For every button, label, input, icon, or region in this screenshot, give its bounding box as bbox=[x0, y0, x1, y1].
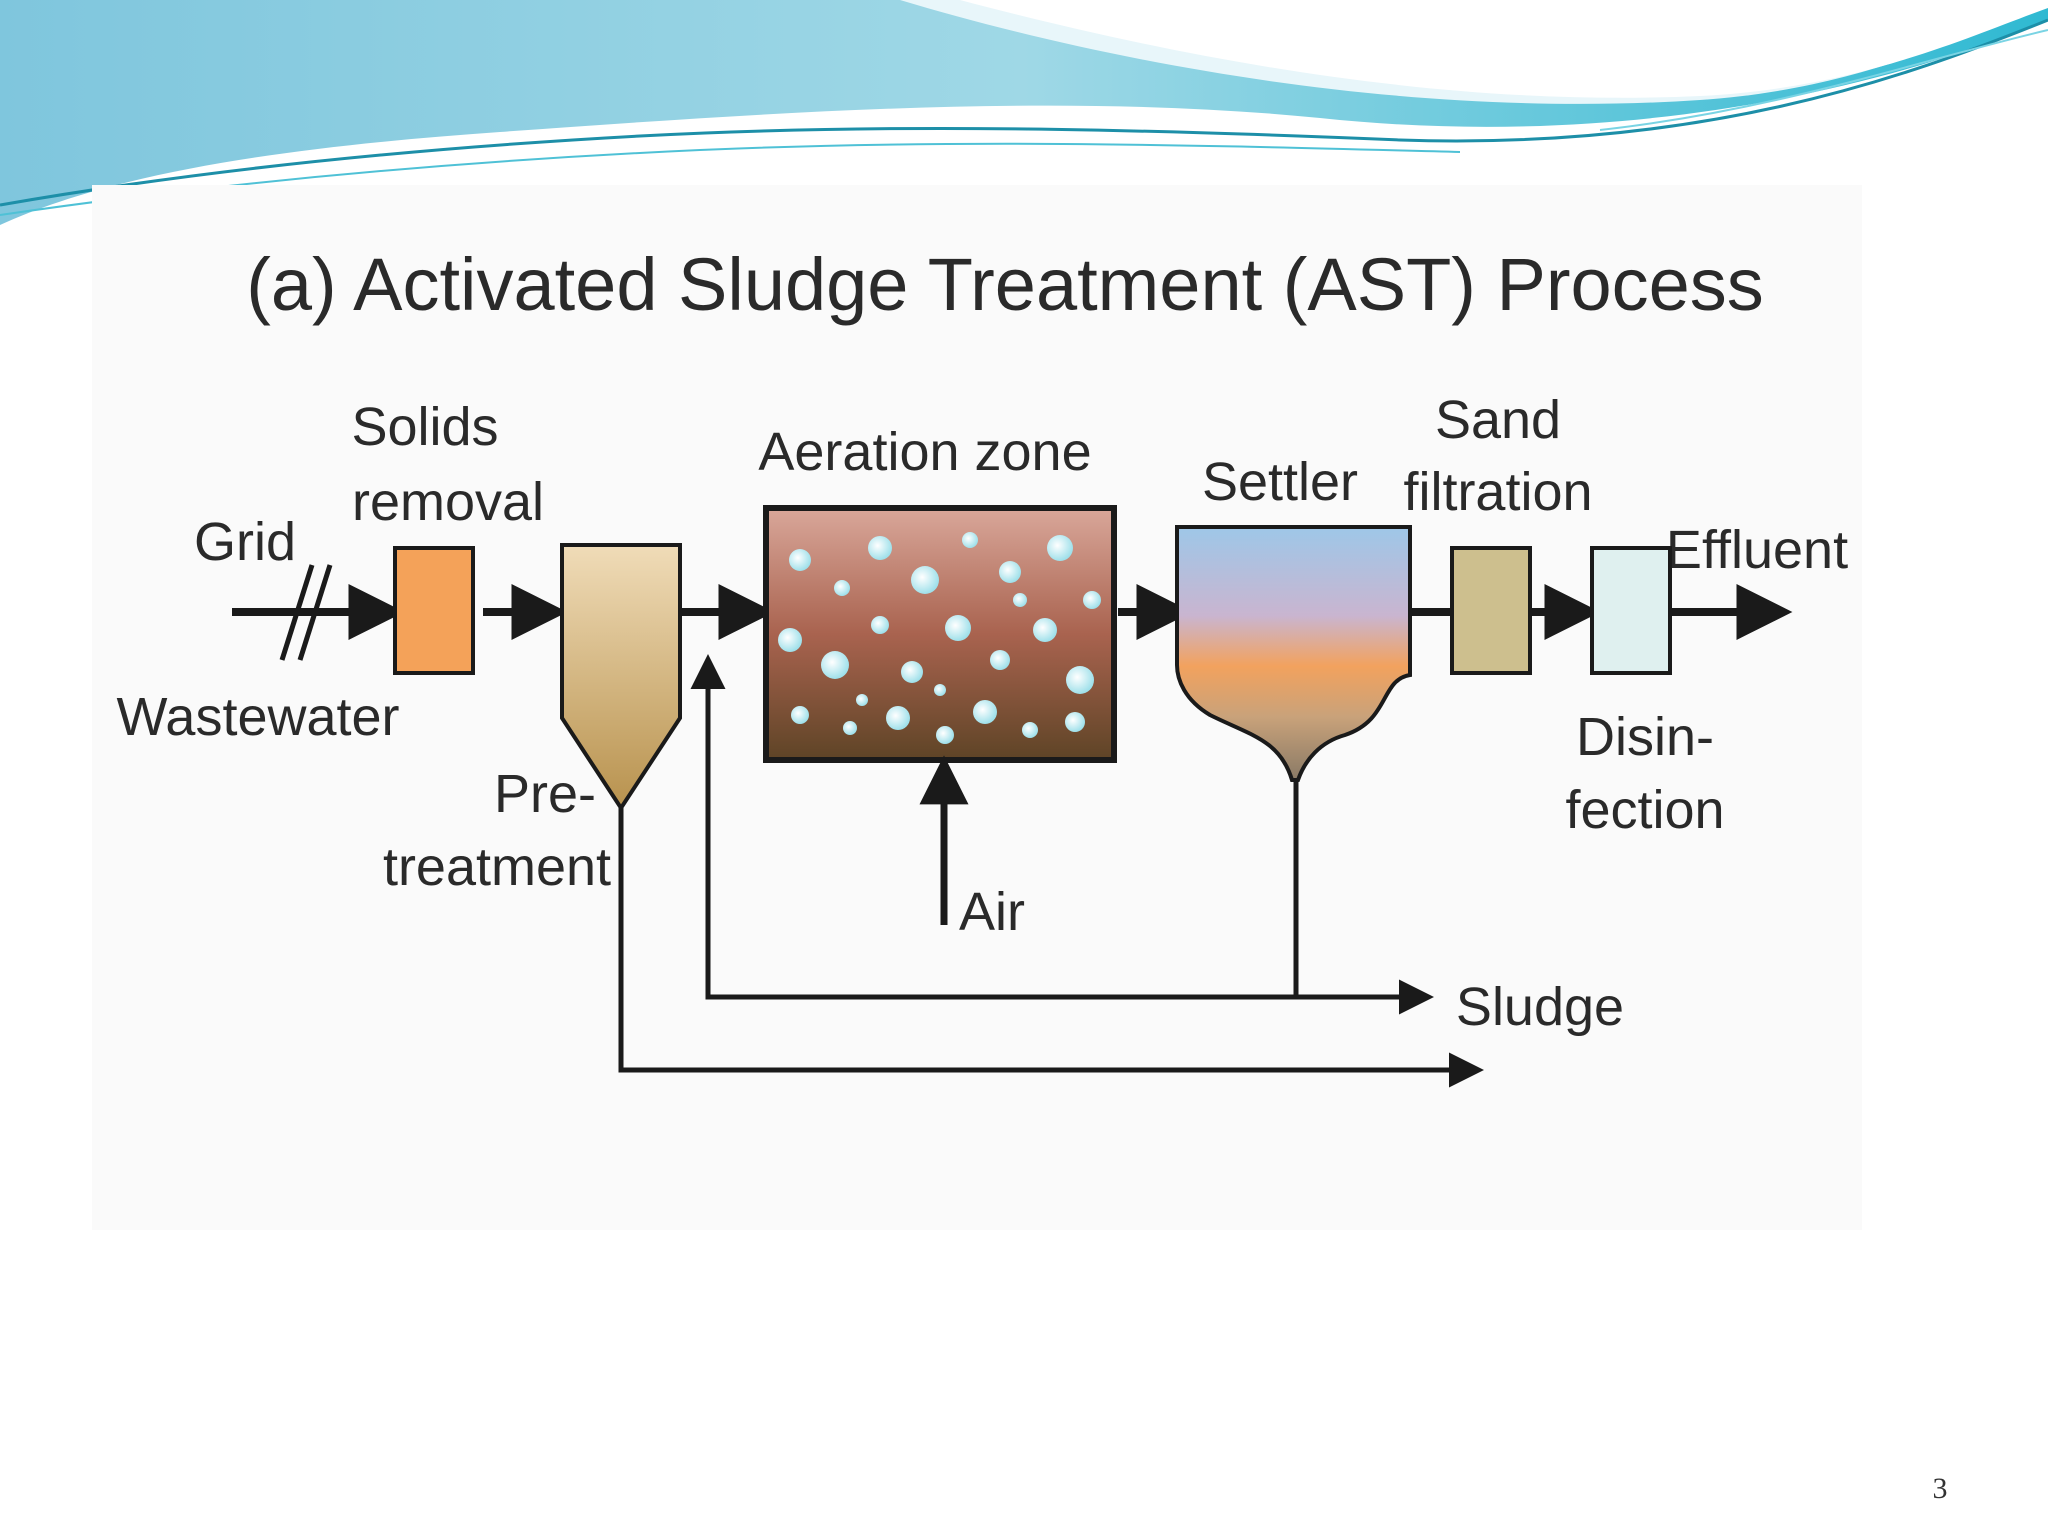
label-wastewater: Wastewater bbox=[116, 687, 399, 747]
label-sand-line2: filtration bbox=[1403, 462, 1592, 522]
aeration-bubbles bbox=[778, 532, 1101, 744]
label-solids-line1: Solids bbox=[351, 397, 498, 457]
diagram-title: (a) Activated Sludge Treatment (AST) Pro… bbox=[246, 243, 1764, 326]
page-number: 3 bbox=[1932, 1472, 1948, 1505]
header-wave-decoration bbox=[0, 0, 2048, 225]
sludge-return-line bbox=[690, 654, 1296, 1000]
grid-mark-1 bbox=[279, 564, 315, 661]
label-sand-line1: Sand bbox=[1435, 390, 1561, 450]
label-effluent: Effluent bbox=[1666, 520, 1848, 580]
label-air: Air bbox=[959, 882, 1025, 942]
settler-tank bbox=[1175, 525, 1412, 782]
label-grid: Grid bbox=[194, 512, 296, 572]
pretreatment-tank bbox=[560, 543, 682, 812]
pretreatment-sludge-line bbox=[618, 808, 1484, 1088]
label-aeration: Aeration zone bbox=[758, 422, 1091, 482]
label-pre-line1: Pre- bbox=[494, 764, 596, 824]
disinfection-box bbox=[1590, 546, 1672, 675]
label-pre-line2: treatment bbox=[383, 837, 611, 897]
sand-filtration-box bbox=[1450, 546, 1532, 675]
label-disin-line1: Disin- bbox=[1576, 707, 1714, 767]
label-sludge: Sludge bbox=[1456, 977, 1624, 1037]
label-solids-line2: removal bbox=[352, 472, 544, 532]
solids-removal-box bbox=[393, 546, 475, 675]
label-settler: Settler bbox=[1202, 452, 1358, 512]
label-disin-line2: fection bbox=[1565, 780, 1724, 840]
grid-mark-2 bbox=[297, 564, 333, 661]
